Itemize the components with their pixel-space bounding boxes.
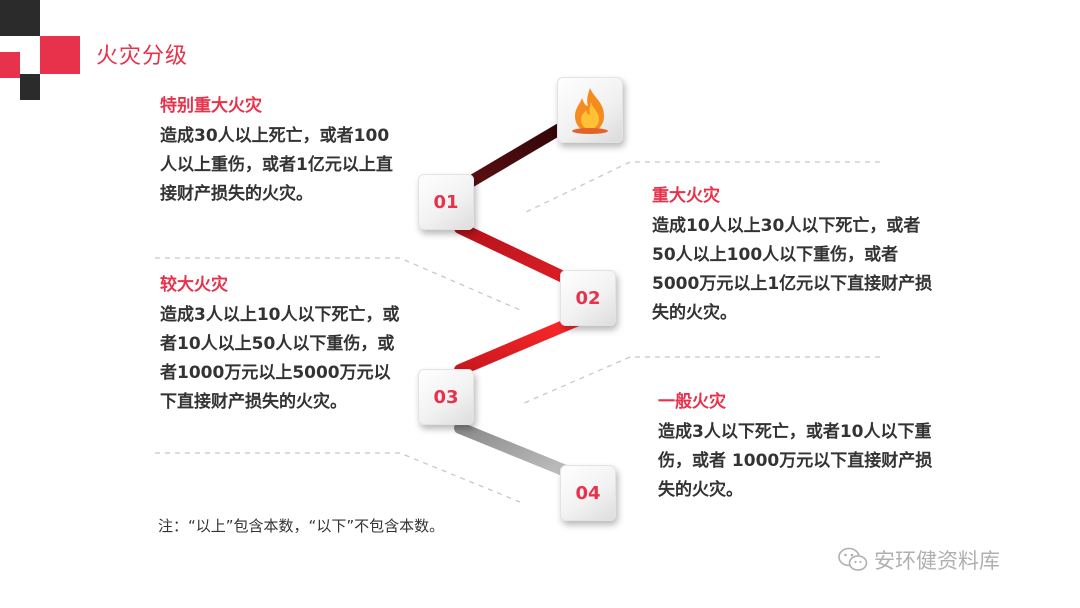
step-box-04: 04 — [560, 465, 616, 521]
step-box-02: 02 — [560, 270, 616, 326]
page-title: 火灾分级 — [96, 44, 189, 69]
step-box-03: 03 — [418, 369, 474, 425]
wechat-icon — [838, 547, 868, 571]
watermark-text: 安环健资料库 — [874, 549, 1000, 573]
step-desc-02: 造成10人以上30人以下死亡，或者50人以上100人以下重伤，或者5000万元以… — [652, 216, 933, 323]
step-title-03: 较大火灾 — [160, 275, 228, 295]
step-title-01: 特别重大火灾 — [160, 96, 262, 116]
corner-decoration — [0, 0, 90, 114]
step-block-03: 较大火灾 造成3人以上10人以下死亡，或者10人以上50人以下重伤，或者1000… — [160, 270, 400, 417]
dashed-line-5 — [155, 452, 521, 503]
step-block-02: 重大火灾 造成10人以上30人以下死亡，或者50人以上100人以下重伤，或者50… — [652, 181, 942, 328]
connector-line-4 — [454, 422, 584, 482]
step-block-04: 一般火灾 造成3人以下死亡，或者10人以下重伤，或者 1000万元以下直接财产损… — [658, 387, 948, 505]
dashed-line-2 — [521, 161, 880, 215]
step-desc-04: 造成3人以下死亡，或者10人以下重伤，或者 1000万元以下直接财产损失的火灾。 — [658, 422, 933, 500]
dashed-line-4 — [521, 356, 880, 405]
fire-icon — [572, 88, 608, 134]
watermark: 安环健资料库 — [838, 545, 1000, 575]
step-title-02: 重大火灾 — [652, 186, 720, 206]
fire-icon-box — [557, 77, 623, 143]
dashed-line-3 — [155, 257, 521, 311]
step-desc-01: 造成30人以上死亡，或者100人以上重伤，或者1亿元以上直接财产损失的火灾。 — [160, 126, 393, 204]
step-block-01: 特别重大火灾 造成30人以上死亡，或者100人以上重伤，或者1亿元以上直接财产损… — [160, 91, 400, 209]
connector-line-3 — [454, 314, 584, 376]
connector-line-2 — [454, 222, 584, 290]
step-box-01: 01 — [418, 174, 474, 230]
footnote: 注：“以上”包含本数，“以下”不包含本数。 — [158, 517, 445, 535]
step-title-04: 一般火灾 — [658, 392, 726, 412]
step-desc-03: 造成3人以上10人以下死亡，或者10人以上50人以下重伤，或者1000万元以上5… — [160, 305, 400, 412]
